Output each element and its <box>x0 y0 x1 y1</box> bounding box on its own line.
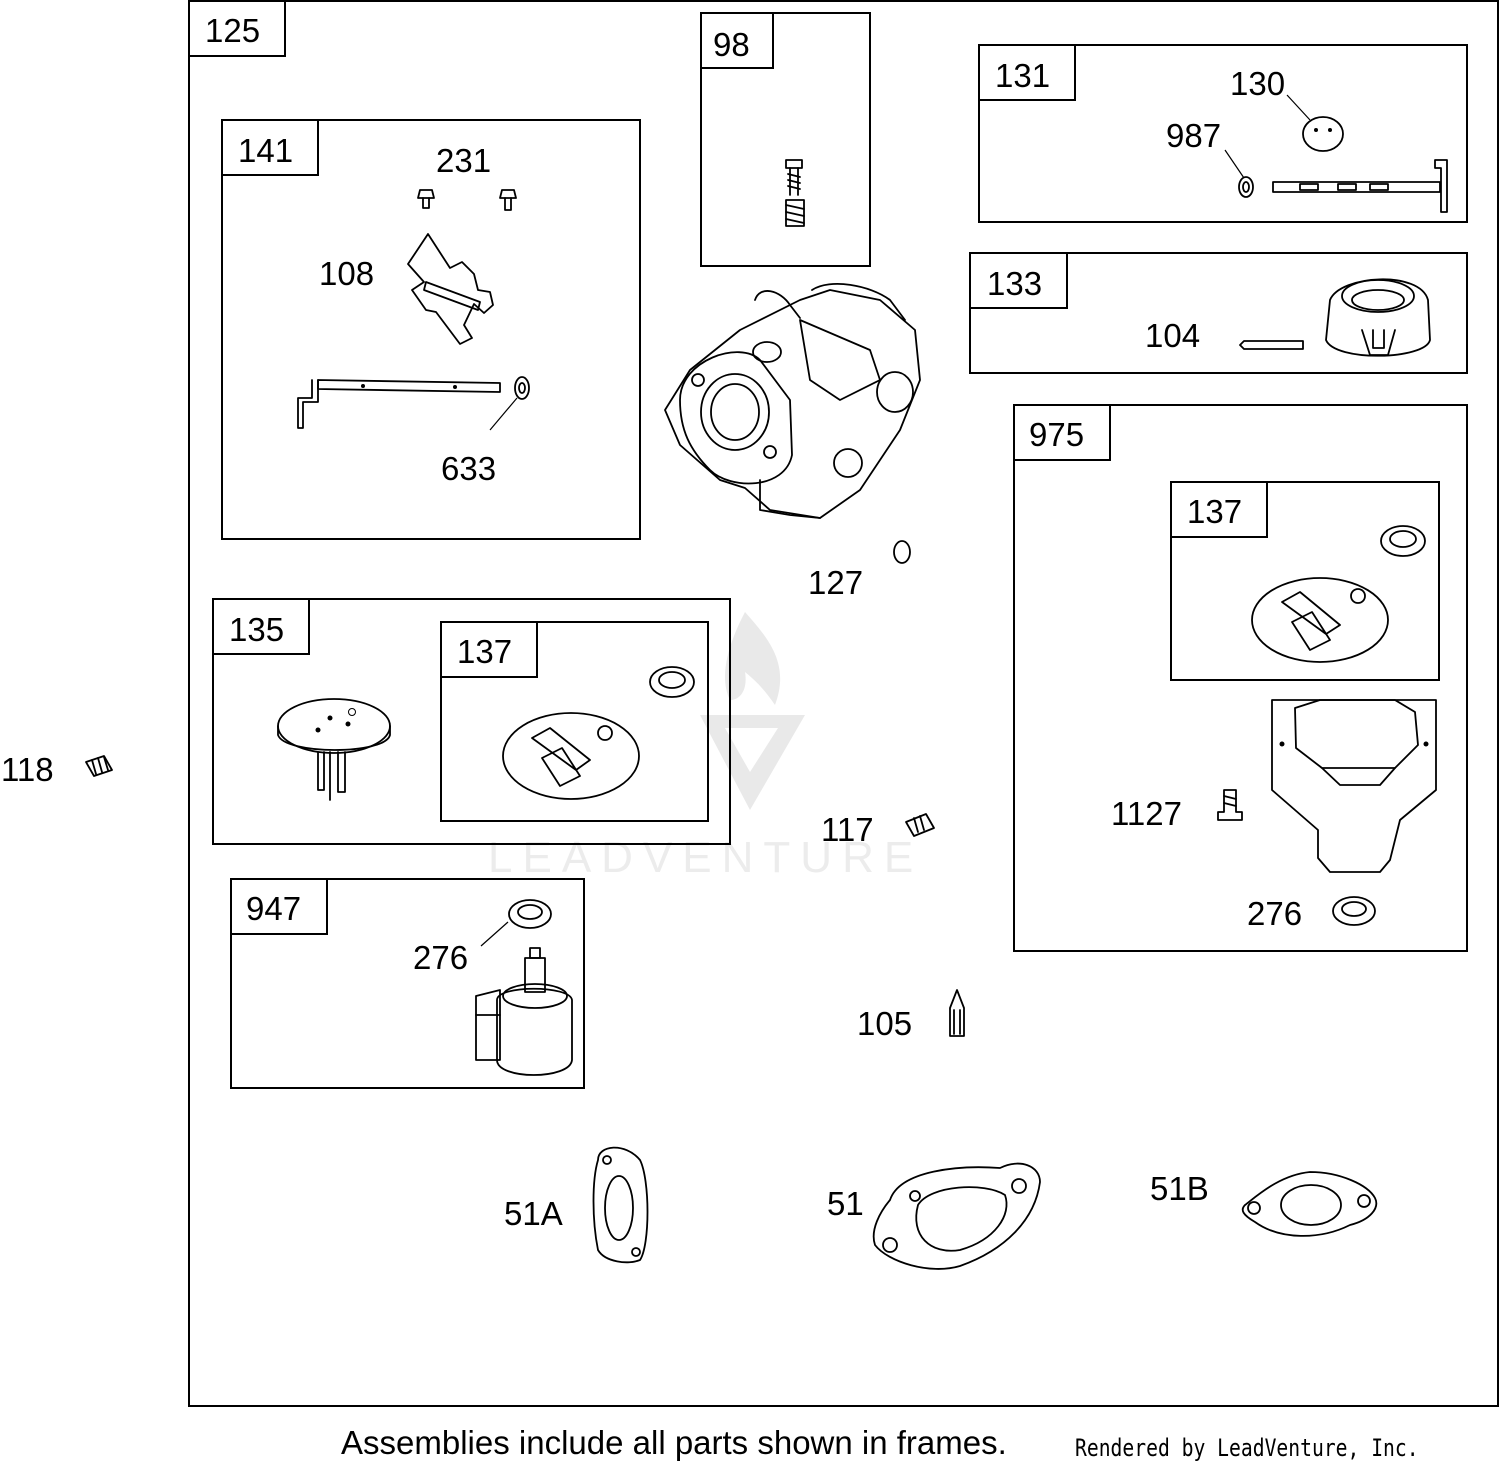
label-51A: 51A <box>504 1195 563 1232</box>
label-130: 130 <box>1230 65 1285 102</box>
part-276-washer-right <box>1332 896 1376 926</box>
part-633-seal <box>514 376 530 400</box>
part-104-float-pin <box>1239 340 1304 350</box>
frame-141 <box>221 119 641 540</box>
part-141-shaft <box>297 379 501 429</box>
label-125: 125 <box>205 12 260 49</box>
part-137-seal-right <box>1380 525 1426 557</box>
frame-137-right <box>1170 481 1440 681</box>
label-127: 127 <box>808 564 863 601</box>
label-137-right: 137 <box>1187 493 1242 530</box>
label-box-141 <box>221 119 319 176</box>
label-box-98 <box>700 12 774 69</box>
part-51-gasket <box>872 1162 1041 1270</box>
label-105: 105 <box>857 1005 912 1042</box>
label-117: 117 <box>821 811 874 848</box>
label-131: 131 <box>995 57 1050 94</box>
label-51: 51 <box>827 1185 864 1222</box>
frame-975 <box>1013 404 1468 952</box>
label-947: 947 <box>246 890 301 927</box>
label-98: 98 <box>713 26 750 63</box>
part-231-screw-left <box>417 189 435 209</box>
part-117-screw <box>905 813 935 837</box>
part-137-seal-left <box>649 666 695 698</box>
leader-130 <box>1286 94 1311 121</box>
footer-note: Assemblies include all parts shown in fr… <box>341 1424 1007 1461</box>
part-108-throttle-plate <box>407 233 494 345</box>
label-box-947 <box>230 878 328 935</box>
label-box-133 <box>969 252 1068 309</box>
part-276-washer-left <box>508 899 552 929</box>
label-1127: 1127 <box>1111 795 1182 832</box>
watermark-logo <box>700 612 805 810</box>
part-127-plug <box>893 540 911 564</box>
label-51B: 51B <box>1150 1170 1209 1207</box>
label-231: 231 <box>436 142 491 179</box>
frame-125 <box>188 0 1499 1407</box>
part-947-solenoid <box>475 947 573 1076</box>
frame-98 <box>700 12 871 267</box>
part-130-plug <box>1302 116 1344 152</box>
label-276-left: 276 <box>413 939 468 976</box>
label-box-975 <box>1013 404 1111 461</box>
part-137-gasket-right <box>1251 577 1389 663</box>
frame-137-left <box>440 621 709 822</box>
label-135: 135 <box>229 611 284 648</box>
part-1127-screw <box>1217 789 1243 821</box>
part-133-float <box>1325 278 1431 357</box>
part-51B-gasket <box>1241 1171 1378 1237</box>
footer-credit: Rendered by LeadVenture, Inc. <box>1075 1434 1419 1462</box>
label-276-right: 276 <box>1247 895 1302 932</box>
label-104: 104 <box>1145 317 1200 354</box>
label-137-left: 137 <box>457 633 512 670</box>
part-98-mixture-screw <box>785 159 805 227</box>
frame-131 <box>978 44 1468 223</box>
part-131-throttle-shaft <box>1272 159 1448 213</box>
part-137-gasket-left <box>502 712 640 800</box>
label-133: 133 <box>987 265 1042 302</box>
label-box-137-right <box>1170 481 1268 538</box>
part-231-screw-right <box>499 189 517 211</box>
frame-947 <box>230 878 585 1089</box>
watermark-text: LEADVENTURE <box>488 833 923 882</box>
part-105-needle <box>949 989 965 1037</box>
part-carburetor-body <box>664 283 921 519</box>
part-51A-gasket <box>592 1146 649 1264</box>
leader-276-left <box>480 921 509 947</box>
frame-133 <box>969 252 1468 374</box>
frame-135 <box>212 598 731 845</box>
label-box-135 <box>212 598 310 655</box>
leader-633 <box>489 397 518 431</box>
label-975: 975 <box>1029 416 1084 453</box>
label-141: 141 <box>238 132 293 169</box>
leader-987 <box>1224 149 1245 179</box>
label-633: 633 <box>441 450 496 487</box>
label-987: 987 <box>1166 117 1221 154</box>
label-118: 118 <box>1 751 54 788</box>
label-108: 108 <box>319 255 374 292</box>
part-135-nozzle-plate <box>277 698 391 801</box>
label-box-131 <box>978 44 1076 101</box>
label-box-125 <box>188 0 286 57</box>
part-987-washer <box>1238 176 1254 198</box>
part-975-float-bowl <box>1271 699 1437 873</box>
part-118-screw <box>85 755 113 777</box>
label-box-137-left <box>440 621 538 678</box>
